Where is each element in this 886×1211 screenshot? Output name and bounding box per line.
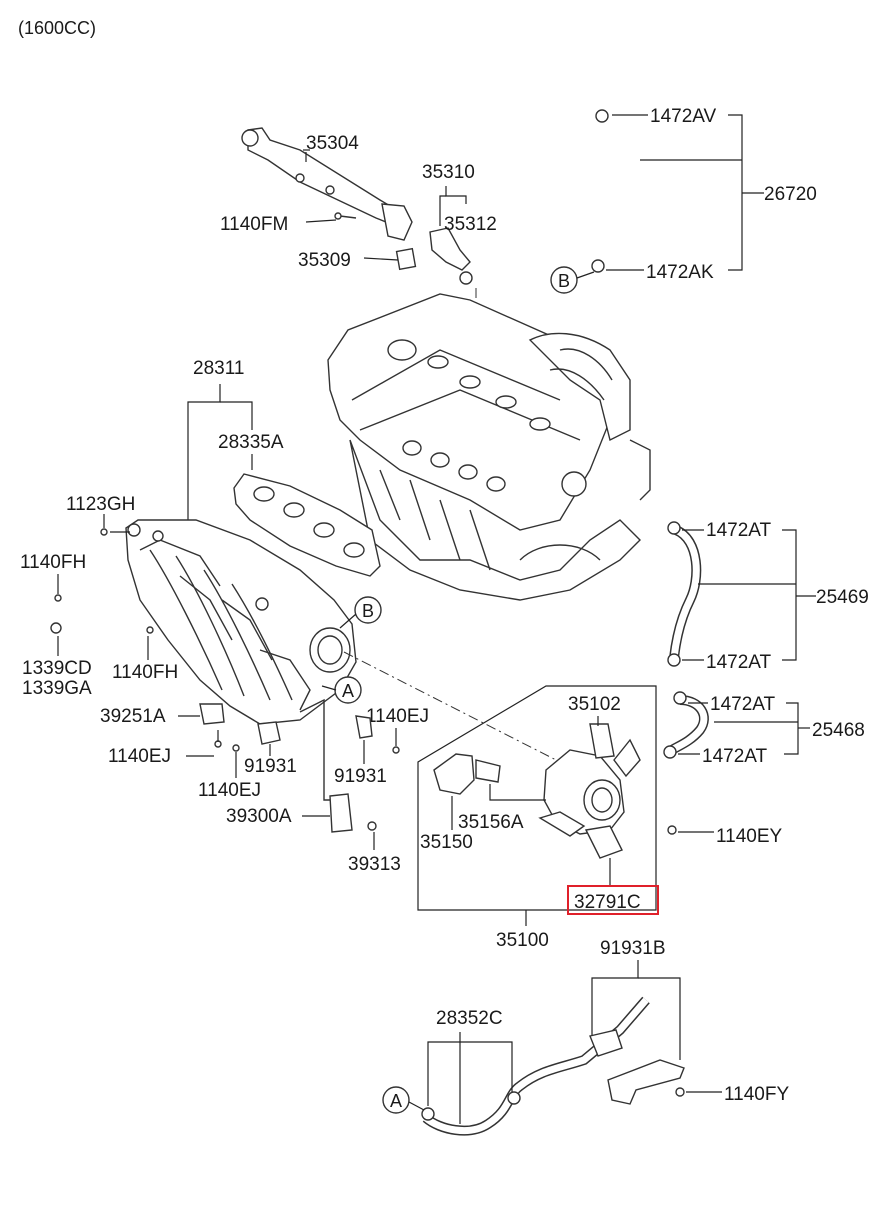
label-1472AT-a: 1472AT	[706, 520, 772, 541]
marker-a-bottom: A	[390, 1091, 402, 1111]
label-25468: 25468	[812, 720, 865, 741]
label-35102: 35102	[568, 694, 621, 715]
label-1140FM: 1140FM	[220, 214, 288, 235]
label-26720: 26720	[764, 184, 817, 205]
label-1339GA: 1339GA	[22, 678, 92, 699]
label-1140EJ-a: 1140EJ	[108, 746, 171, 767]
label-91931-a: 91931	[244, 756, 297, 777]
isc-valve-drawing	[433, 753, 501, 795]
label-25469: 25469	[816, 587, 869, 608]
marker-a-mid: A	[342, 681, 354, 701]
label-32791C[interactable]: 32791C	[574, 892, 641, 913]
fuel-rail-drawing	[241, 127, 473, 285]
label-1140EY: 1140EY	[716, 826, 783, 847]
marker-b-top: B	[558, 271, 570, 291]
highlight-box-32791C	[567, 885, 659, 915]
hose-26720-drawing	[591, 109, 662, 273]
label-28335A: 28335A	[218, 432, 284, 453]
label-35150: 35150	[420, 832, 473, 853]
label-39313: 39313	[348, 854, 401, 875]
label-35310: 35310	[422, 162, 475, 183]
label-91931B: 91931B	[600, 938, 666, 959]
label-35100: 35100	[496, 930, 549, 951]
engine-block-drawing	[327, 293, 651, 601]
label-28311: 28311	[193, 358, 244, 379]
label-1140FH-b: 1140FH	[112, 662, 178, 683]
label-28352C: 28352C	[436, 1008, 503, 1029]
label-39251A: 39251A	[100, 706, 166, 727]
bracket-91931-b-drawing	[355, 715, 373, 739]
gasket-28335A-drawing	[233, 473, 381, 577]
label-1472AK: 1472AK	[646, 262, 714, 283]
bracket-91931-a-drawing	[257, 721, 281, 745]
throttle-body-drawing	[538, 723, 641, 859]
label-35304: 35304	[306, 133, 359, 154]
intake-manifold-drawing	[125, 519, 357, 725]
label-1123GH: 1123GH	[66, 494, 135, 515]
label-35312: 35312	[444, 214, 497, 235]
label-1140FY: 1140FY	[724, 1084, 789, 1105]
hose-25469-drawing	[667, 521, 702, 667]
hose-28352C-drawing	[421, 996, 685, 1136]
label-1472AT-b: 1472AT	[706, 652, 772, 673]
label-35309: 35309	[298, 250, 351, 271]
label-1140EJ-c: 1140EJ	[366, 706, 429, 727]
label-35156A: 35156A	[458, 812, 524, 833]
assembly-35100-frame	[417, 685, 657, 911]
hose-25468-drawing	[663, 691, 709, 759]
label-1140FH-a: 1140FH	[20, 552, 86, 573]
label-1472AV: 1472AV	[650, 106, 717, 127]
label-1339CD: 1339CD	[22, 658, 92, 679]
engine-size-header: (1600CC)	[18, 18, 96, 38]
label-1472AT-d: 1472AT	[702, 746, 768, 767]
label-1140EJ-b: 1140EJ	[198, 780, 261, 801]
label-91931-b: 91931	[334, 766, 387, 787]
marker-b-mid: B	[362, 601, 374, 621]
sensor-39300A-drawing	[329, 793, 353, 833]
label-39300A: 39300A	[226, 806, 292, 827]
label-1472AT-c: 1472AT	[710, 694, 776, 715]
bracket-39251A-drawing	[199, 703, 225, 725]
